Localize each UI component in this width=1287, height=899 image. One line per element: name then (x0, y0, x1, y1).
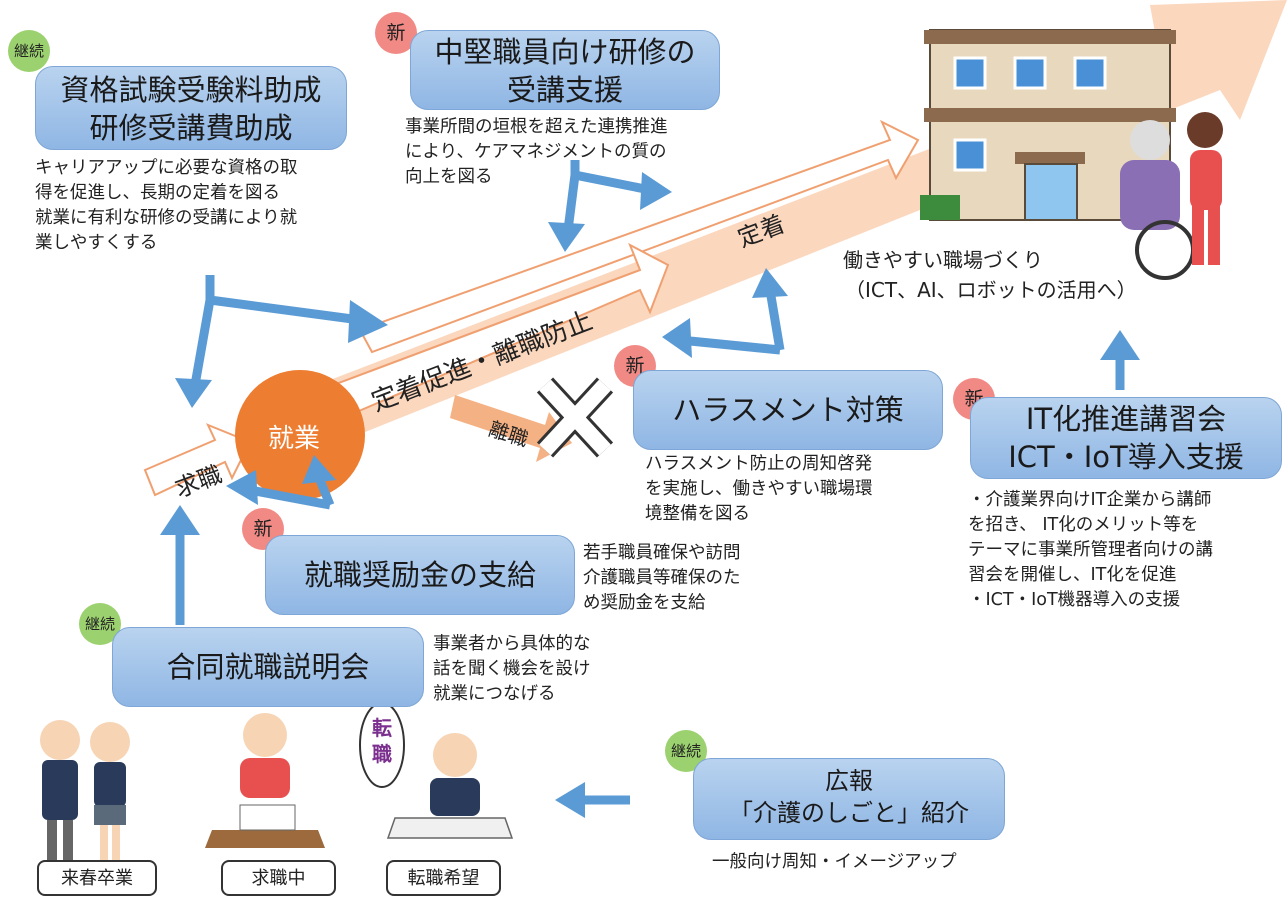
pr-title-line1: 広報 (825, 767, 873, 795)
qualification-description: キャリアアップに必要な資格の取 得を促進し、長期の定着を図る 就業に有利な研修の… (35, 158, 298, 253)
graduates-illustration (40, 720, 130, 865)
job-fair-box: 合同就職説明会 (112, 627, 424, 707)
employment-circle (235, 370, 365, 500)
job-seeker-illustration (205, 713, 325, 848)
employment-label: 就業 (268, 424, 321, 454)
job-fair-description: 事業者から具体的な 話を聞く機会を設け 就業につなげる (433, 634, 591, 704)
incentive-description: 若手職員確保や訪問 介護職員等確保のた め奨励金を支給 (583, 543, 741, 613)
it-seminar-title-line1: IT化推進講習会 (1025, 402, 1227, 436)
career-change-bubble-text: 転職 (372, 716, 392, 766)
new-badge: 新 (242, 508, 284, 550)
qualification-title-line1: 資格試験受験料助成 (60, 73, 322, 107)
harassment-title: ハラスメント対策 (672, 393, 904, 427)
continue-badge: 継続 (8, 30, 50, 72)
harassment-description: ハラスメント防止の周知啓発 を実施し、働きやすい職場環 境整備を図る (645, 454, 873, 524)
pr-title-line2: 「介護のしごと」紹介 (729, 799, 969, 827)
career-change-tag: 転職希望 (386, 860, 501, 896)
it-seminar-description: ・介護業界向けIT企業から講師 を招き、 IT化のメリット等を テーマに事業所管… (968, 490, 1213, 610)
job-fair-title: 合同就職説明会 (166, 650, 370, 684)
retention-arrow (358, 119, 920, 354)
pr-description: 一般向け周知・イメージアップ (712, 852, 957, 872)
qualification-title-line2: 研修受講費助成 (89, 111, 293, 145)
arrowheads (160, 172, 1140, 818)
care-facility-illustration (920, 29, 1223, 280)
mid-training-title-line2: 受講支援 (506, 73, 623, 107)
it-seminar-title-line2: ICT・IoT導入支援 (1008, 440, 1244, 474)
mid-training-description: 事業所間の垣根を超えた連携推進 により、ケアマネジメントの質の 向上を図る (405, 117, 668, 187)
qualification-subsidy-box: 資格試験受験料助成 研修受講費助成 (35, 66, 347, 150)
retention-promotion-arrow (318, 242, 670, 422)
employment-incentive-box: 就職奨励金の支給 (265, 535, 575, 615)
workplace-caption-line1: 働きやすい職場づくり (843, 248, 1043, 272)
it-seminar-box: IT化推進講習会 ICT・IoT導入支援 (970, 397, 1282, 479)
workplace-caption-line2: （ICT、AI、ロボットの活用へ） (845, 278, 1137, 302)
mid-training-title-line1: 中堅職員向け研修の (434, 35, 696, 69)
public-relations-box: 広報 「介護のしごと」紹介 (693, 758, 1005, 840)
harassment-measures-box: ハラスメント対策 (633, 370, 943, 450)
incentive-title: 就職奨励金の支給 (303, 558, 536, 592)
mid-level-training-box: 中堅職員向け研修の 受講支援 (410, 30, 720, 110)
job-seeker-tag: 求職中 (221, 860, 336, 896)
new-badge: 新 (375, 12, 417, 54)
cross-mark-icon (536, 377, 614, 458)
graduates-tag: 来春卒業 (37, 860, 157, 896)
career-change-illustration (359, 702, 514, 839)
